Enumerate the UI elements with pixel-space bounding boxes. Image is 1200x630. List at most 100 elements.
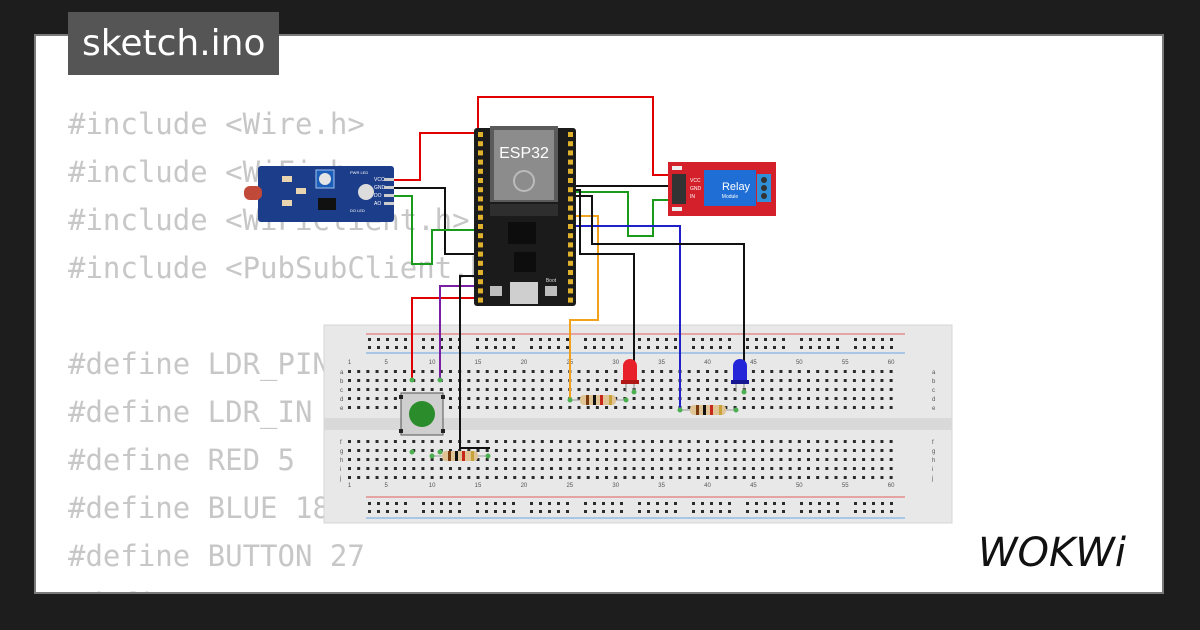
rail-hole bbox=[854, 338, 857, 341]
resistor-1[interactable] bbox=[570, 395, 626, 405]
esp32-pin[interactable] bbox=[478, 270, 483, 275]
breadboard-hole bbox=[348, 379, 351, 382]
potentiometer-icon[interactable] bbox=[319, 173, 331, 185]
rail-hole bbox=[827, 510, 830, 513]
red-led[interactable] bbox=[621, 359, 639, 392]
esp32-pin[interactable] bbox=[478, 279, 483, 285]
esp32-pin[interactable] bbox=[568, 260, 573, 266]
rail-hole bbox=[566, 510, 569, 513]
rail-hole bbox=[701, 502, 704, 505]
esp32-pin[interactable] bbox=[568, 270, 573, 275]
esp32-pin[interactable] bbox=[568, 233, 573, 239]
rail-hole bbox=[881, 338, 884, 341]
breadboard-hole bbox=[880, 440, 884, 443]
breadboard-hole bbox=[761, 370, 765, 373]
breadboard-hole bbox=[605, 467, 609, 470]
resistor-2[interactable] bbox=[680, 405, 736, 415]
esp32-pin[interactable] bbox=[478, 205, 483, 211]
breadboard-hole bbox=[880, 449, 884, 452]
esp32-pin[interactable] bbox=[478, 233, 483, 239]
esp32-pin[interactable] bbox=[568, 178, 573, 183]
esp32-pin[interactable] bbox=[568, 141, 573, 147]
rail-hole bbox=[611, 338, 614, 341]
breadboard-hole bbox=[559, 467, 563, 470]
breadboard-hole bbox=[375, 406, 379, 409]
esp32-pin[interactable] bbox=[478, 260, 483, 266]
esp32-pin[interactable] bbox=[568, 187, 573, 193]
svg-text:VCC: VCC bbox=[374, 177, 385, 183]
row-letter: j bbox=[339, 476, 341, 482]
bottom-border bbox=[34, 592, 1164, 594]
esp32-pin[interactable] bbox=[478, 224, 483, 229]
file-tab[interactable]: sketch.ino bbox=[68, 12, 280, 75]
esp32-pin[interactable] bbox=[478, 196, 483, 202]
breadboard-hole bbox=[871, 379, 875, 382]
breadboard-hole bbox=[669, 379, 673, 382]
breadboard-hole bbox=[843, 440, 847, 443]
esp32-pin[interactable] bbox=[568, 242, 573, 248]
esp32-pin[interactable] bbox=[478, 251, 483, 257]
rail-hole bbox=[485, 346, 488, 349]
breadboard-hole bbox=[696, 440, 700, 443]
reset-button[interactable] bbox=[490, 286, 502, 296]
rail-hole bbox=[611, 346, 614, 349]
breadboard-hole bbox=[494, 388, 498, 391]
esp32-board[interactable]: ESP32 Boot bbox=[474, 126, 576, 306]
breadboard-hole bbox=[742, 397, 746, 400]
esp32-pin[interactable] bbox=[568, 214, 573, 220]
breadboard-hole bbox=[687, 370, 691, 373]
svg-text:NO COM NC: NO COM NC bbox=[779, 176, 784, 199]
esp32-pin[interactable] bbox=[568, 297, 573, 303]
esp32-pin[interactable] bbox=[568, 150, 573, 156]
esp32-pin[interactable] bbox=[478, 297, 483, 303]
boot-button[interactable] bbox=[545, 286, 557, 296]
ldr-module[interactable]: VCC GND DO AO PWR LED DO LED bbox=[244, 166, 394, 222]
rail-hole bbox=[728, 502, 731, 505]
breadboard-hole bbox=[807, 406, 810, 409]
esp32-pin[interactable] bbox=[478, 159, 483, 165]
breadboard-hole bbox=[421, 370, 425, 373]
esp32-pin[interactable] bbox=[478, 187, 483, 193]
esp32-pin[interactable] bbox=[568, 132, 573, 137]
rail-hole bbox=[881, 510, 884, 513]
breadboard-hole bbox=[834, 406, 838, 409]
rail-hole bbox=[692, 346, 695, 349]
breadboard-hole bbox=[467, 476, 471, 479]
esp32-pin[interactable] bbox=[478, 132, 483, 137]
esp32-pin[interactable] bbox=[568, 196, 573, 202]
resistor-3[interactable] bbox=[432, 451, 488, 461]
breadboard-hole bbox=[375, 379, 379, 382]
breadboard-hole bbox=[531, 440, 535, 443]
breadboard-hole bbox=[586, 458, 590, 461]
rail-hole bbox=[620, 346, 623, 349]
rail-hole bbox=[530, 338, 533, 341]
breadboard-hole bbox=[605, 449, 609, 452]
relay-module[interactable]: Relay Module VCC GND IN NO COM NC bbox=[668, 162, 784, 216]
esp32-pin[interactable] bbox=[478, 150, 483, 156]
breadboard-hole bbox=[513, 388, 517, 391]
esp32-pin[interactable] bbox=[568, 279, 573, 285]
breadboard-hole bbox=[889, 388, 893, 391]
esp32-pin[interactable] bbox=[478, 168, 483, 174]
rail-hole bbox=[728, 338, 731, 341]
rail-hole bbox=[674, 346, 677, 349]
rail-hole bbox=[656, 510, 659, 513]
esp32-pin[interactable] bbox=[568, 205, 573, 211]
rail-hole bbox=[809, 510, 812, 513]
esp32-pin[interactable] bbox=[478, 178, 483, 183]
esp32-pin[interactable] bbox=[478, 242, 483, 248]
esp32-pin[interactable] bbox=[568, 288, 573, 294]
esp32-pin[interactable] bbox=[478, 288, 483, 294]
esp32-pin[interactable] bbox=[568, 168, 573, 174]
esp32-pin[interactable] bbox=[478, 141, 483, 147]
button-cap[interactable] bbox=[409, 401, 435, 427]
column-number: 50 bbox=[796, 483, 803, 489]
esp32-pin[interactable] bbox=[568, 251, 573, 257]
wokwi-logo[interactable]: WOKWi bbox=[976, 526, 1152, 578]
push-button[interactable] bbox=[399, 392, 445, 436]
rail-hole bbox=[539, 502, 542, 505]
esp32-pin[interactable] bbox=[478, 214, 483, 220]
esp32-pin[interactable] bbox=[568, 224, 573, 229]
esp32-pin[interactable] bbox=[568, 159, 573, 165]
